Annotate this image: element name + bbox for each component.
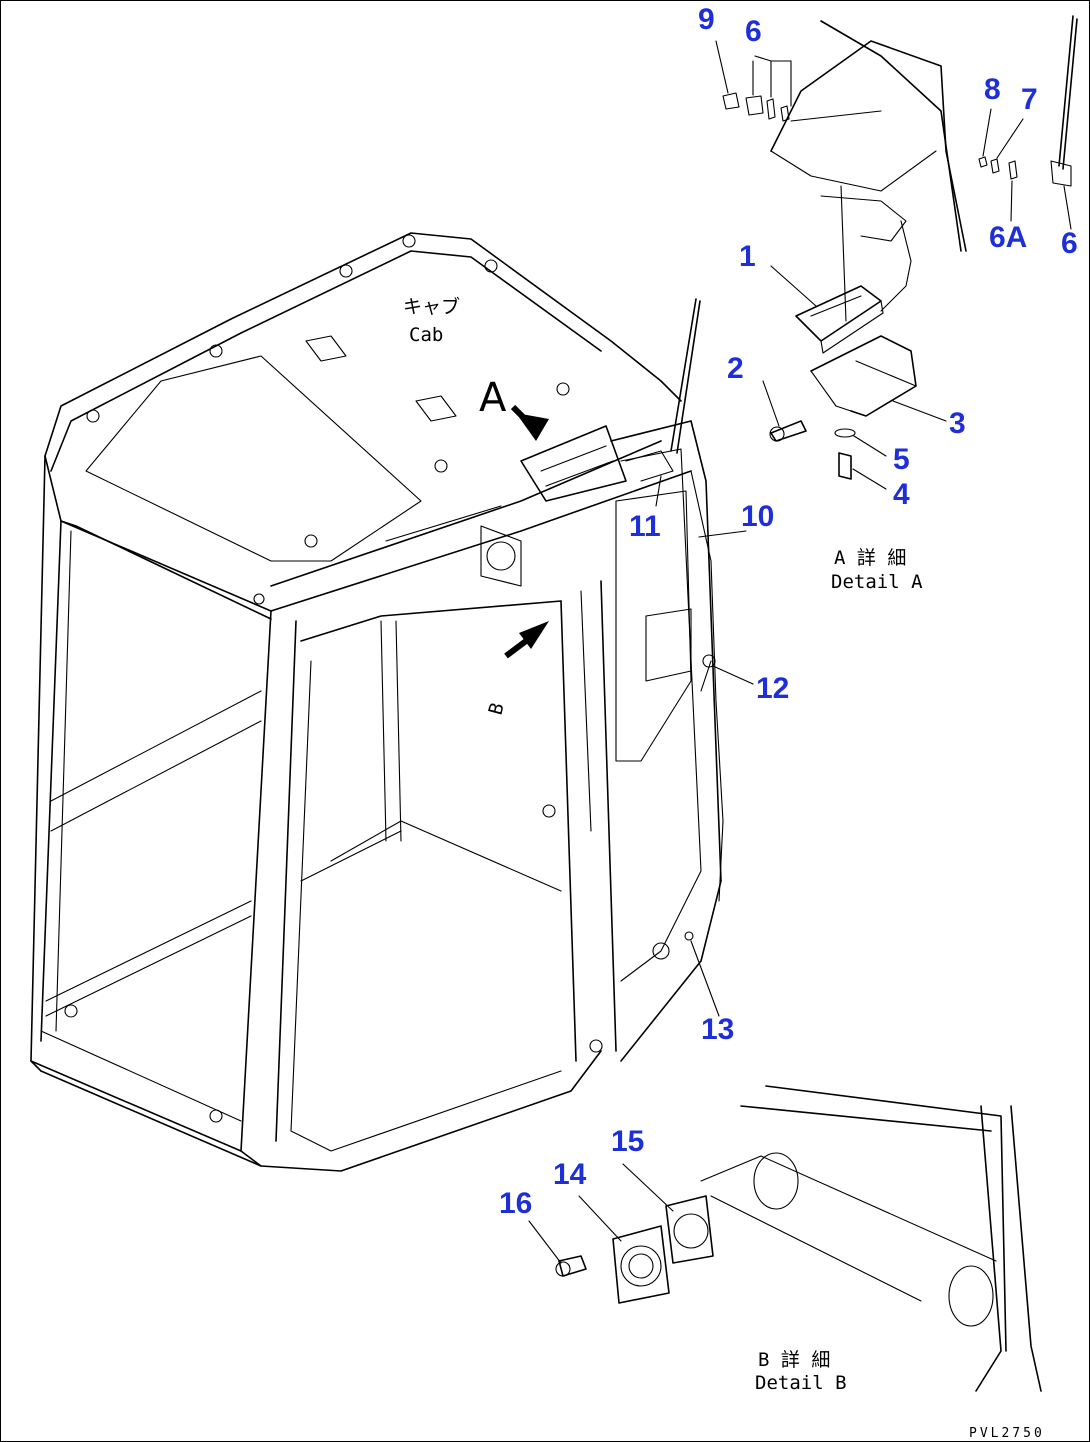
callout-2[interactable]: 2 bbox=[727, 352, 744, 385]
callout-15[interactable]: 15 bbox=[611, 1125, 644, 1158]
callout-9[interactable]: 9 bbox=[698, 3, 715, 36]
speaker-opening-cab bbox=[480, 525, 522, 587]
callout-1[interactable]: 1 bbox=[739, 240, 756, 273]
drawing-code: PVL2750 bbox=[969, 1426, 1045, 1441]
view-b-label: B bbox=[485, 701, 509, 718]
callout-12[interactable]: 12 bbox=[756, 672, 789, 705]
callout-10[interactable]: 10 bbox=[741, 500, 774, 533]
detail-b-assembly bbox=[555, 1085, 1042, 1392]
callout-6a[interactable]: 6A bbox=[989, 221, 1027, 254]
callout-14[interactable]: 14 bbox=[553, 1158, 587, 1191]
callout-16[interactable]: 16 bbox=[499, 1187, 532, 1220]
callout-6-right[interactable]: 6 bbox=[1061, 227, 1078, 260]
cab-label-jp: キャブ bbox=[403, 295, 460, 318]
callout-11[interactable]: 11 bbox=[629, 510, 661, 543]
cab-label-en: Cab bbox=[409, 324, 443, 346]
detail-a-label-jp: A 詳 細 bbox=[834, 547, 906, 569]
leader-lines bbox=[528, 40, 1072, 1264]
detail-a-assembly bbox=[722, 15, 1078, 480]
cab-frame bbox=[30, 232, 724, 1172]
view-arrow-a bbox=[510, 404, 549, 441]
view-a-label: A bbox=[479, 375, 507, 421]
radio-mount-on-cab bbox=[520, 425, 674, 502]
callout-7[interactable]: 7 bbox=[1021, 83, 1038, 116]
detail-b-label-jp: B 詳 細 bbox=[758, 1349, 830, 1371]
callout-5[interactable]: 5 bbox=[893, 443, 910, 476]
detail-a-label-en: Detail A bbox=[831, 571, 923, 593]
view-arrow-b bbox=[504, 621, 549, 659]
callout-13[interactable]: 13 bbox=[701, 1013, 734, 1046]
callout-6-top[interactable]: 6 bbox=[745, 15, 762, 48]
callout-4[interactable]: 4 bbox=[893, 478, 910, 511]
detail-b-label-en: Detail B bbox=[755, 1372, 847, 1394]
callout-3[interactable]: 3 bbox=[949, 407, 966, 440]
callout-8[interactable]: 8 bbox=[984, 73, 1001, 106]
